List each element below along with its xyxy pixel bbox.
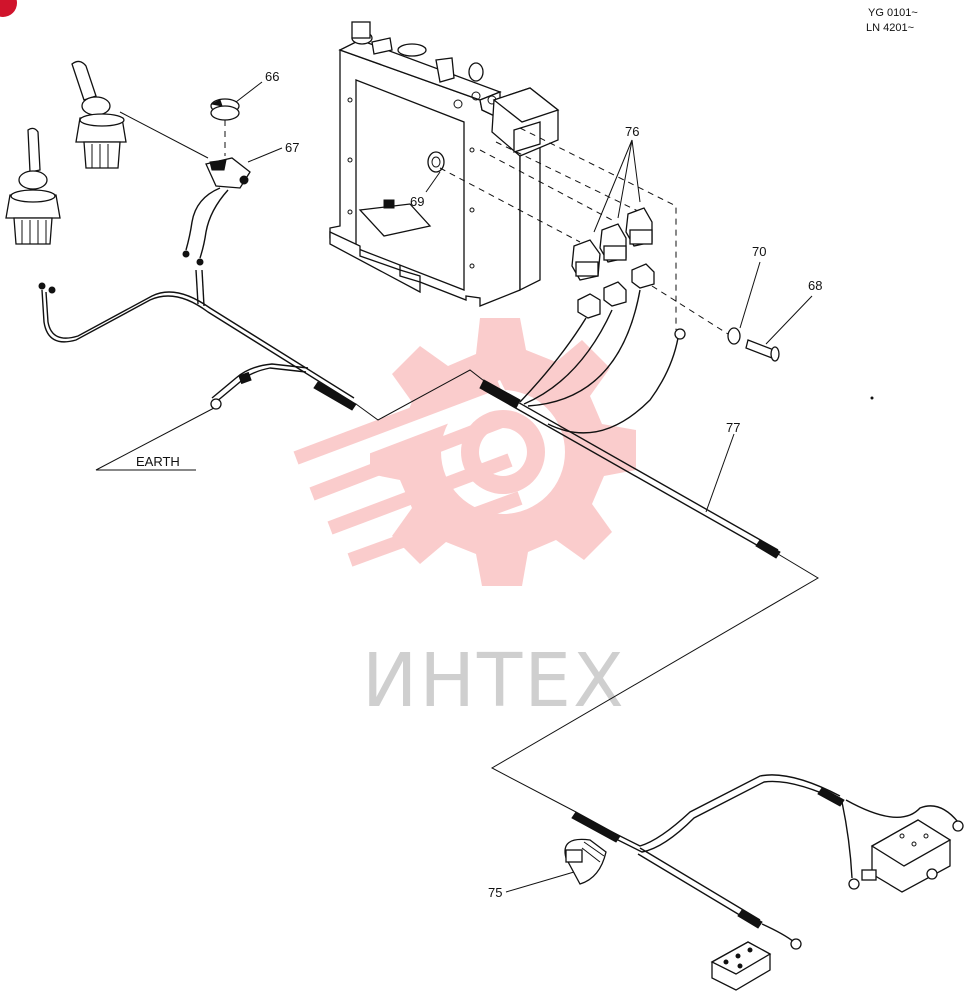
callout-66: 66: [265, 69, 279, 84]
earth-label: EARTH: [136, 454, 180, 469]
mating-plugs: [577, 263, 655, 319]
joystick-lever-right: [71, 60, 127, 169]
callout-77: 77: [726, 420, 740, 435]
leader-70: [739, 261, 761, 329]
watermark-text: ИНТЕХ: [362, 638, 626, 724]
part-67-switch: [205, 157, 251, 189]
callout-68: 68: [808, 278, 822, 293]
lower-connector-block: [710, 941, 772, 991]
leader-77: [705, 433, 735, 513]
connector-76-c: [625, 207, 653, 247]
callout-69: 69: [410, 194, 424, 209]
serial-ln: LN 4201~: [866, 22, 914, 34]
leader-69: [425, 171, 441, 193]
solenoid-valve: [861, 819, 952, 893]
callout-75: 75: [488, 885, 502, 900]
callout-76: 76: [625, 124, 639, 139]
connector-76-a: [571, 239, 601, 281]
joystick-lever-left: [5, 127, 61, 245]
assembly-line-bracket: [439, 127, 677, 330]
part-69-grommet: [427, 151, 445, 173]
callout-67: 67: [285, 140, 299, 155]
leader-67: [247, 147, 283, 163]
switch-leads: [185, 187, 229, 259]
corner-badge: [0, 0, 17, 17]
callout-70: 70: [752, 244, 766, 259]
stray-dot: [870, 396, 874, 400]
leader-68: [765, 295, 813, 345]
break-line-upper: [355, 369, 489, 421]
earth-leader: [95, 407, 215, 471]
main-harness-upper: [41, 269, 357, 411]
main-harness-center: [479, 289, 781, 559]
part-66-ring: [210, 98, 240, 121]
leader-76: [593, 139, 641, 233]
break-line-lower: [490, 553, 819, 813]
watermark-logo: [290, 318, 636, 586]
part-75-clamp: [564, 838, 607, 885]
serial-yg: YG 0101~: [868, 7, 918, 19]
leader-66: [235, 81, 263, 103]
console-bracket: [329, 21, 541, 307]
part-68-screw: [745, 339, 780, 362]
lower-harness: [571, 774, 964, 950]
leader-lever-66: [119, 111, 209, 159]
connector-76-b: [599, 223, 627, 263]
leader-75: [505, 871, 575, 893]
part-70-washer: [727, 327, 741, 345]
assembly-line-70: [651, 285, 729, 335]
